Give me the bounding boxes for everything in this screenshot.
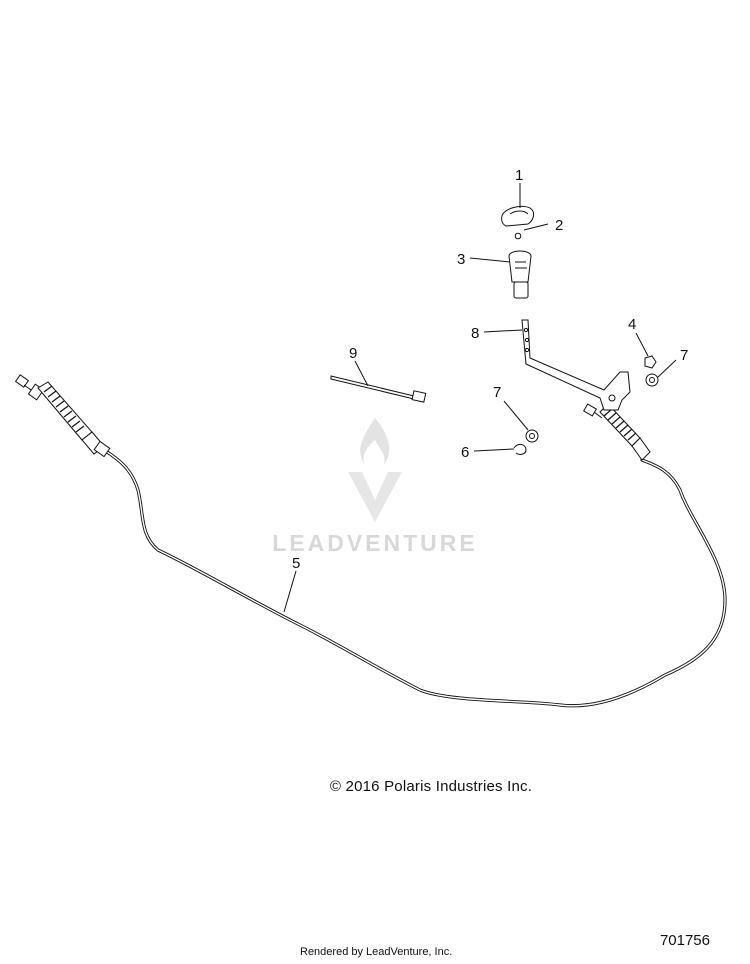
part-flange-nut-right bbox=[645, 373, 659, 387]
callout-7-right: 7 bbox=[680, 347, 688, 364]
part-knob-cap bbox=[501, 205, 535, 227]
part-screw bbox=[514, 232, 522, 240]
cable-right-end bbox=[582, 403, 651, 461]
shift-cable bbox=[14, 374, 727, 708]
part-shift-lever bbox=[521, 319, 631, 411]
callout-7-center: 7 bbox=[493, 384, 501, 401]
copyright-text: © 2016 Polaris Industries Inc. bbox=[329, 778, 533, 795]
part-shift-knob bbox=[508, 250, 532, 299]
watermark: LEADVENTURE bbox=[272, 418, 478, 556]
cable-path-inner bbox=[103, 449, 726, 707]
cable-left-boot bbox=[37, 381, 93, 441]
watermark-flame-icon bbox=[360, 418, 390, 466]
watermark-text: LEADVENTURE bbox=[272, 530, 478, 556]
rendered-by-credit: Rendered by LeadVenture, Inc. bbox=[300, 946, 453, 958]
callout-1: 1 bbox=[515, 167, 523, 184]
callout-4: 4 bbox=[628, 316, 636, 333]
part-nut-small bbox=[644, 355, 657, 369]
callout-9: 9 bbox=[349, 345, 357, 362]
cable-left-end bbox=[14, 374, 111, 458]
leader-lines bbox=[283, 183, 677, 613]
copyright-notice: © 2016 Polaris Industries Inc. bbox=[0, 778, 750, 795]
callout-5: 5 bbox=[292, 555, 300, 572]
callout-8: 8 bbox=[471, 325, 479, 342]
part-cable-tie bbox=[330, 375, 427, 403]
callout-3: 3 bbox=[457, 251, 465, 268]
watermark-v-logo-icon bbox=[348, 472, 402, 522]
callout-2: 2 bbox=[555, 217, 563, 234]
part-clip bbox=[513, 443, 527, 455]
part-flange-nut-center bbox=[525, 429, 539, 443]
callout-numbers: 1 2 3 4 5 6 7 7 8 9 bbox=[292, 167, 688, 572]
callout-6: 6 bbox=[461, 444, 469, 461]
cable-path bbox=[102, 448, 727, 708]
drawing-number: 701756 bbox=[659, 932, 710, 949]
